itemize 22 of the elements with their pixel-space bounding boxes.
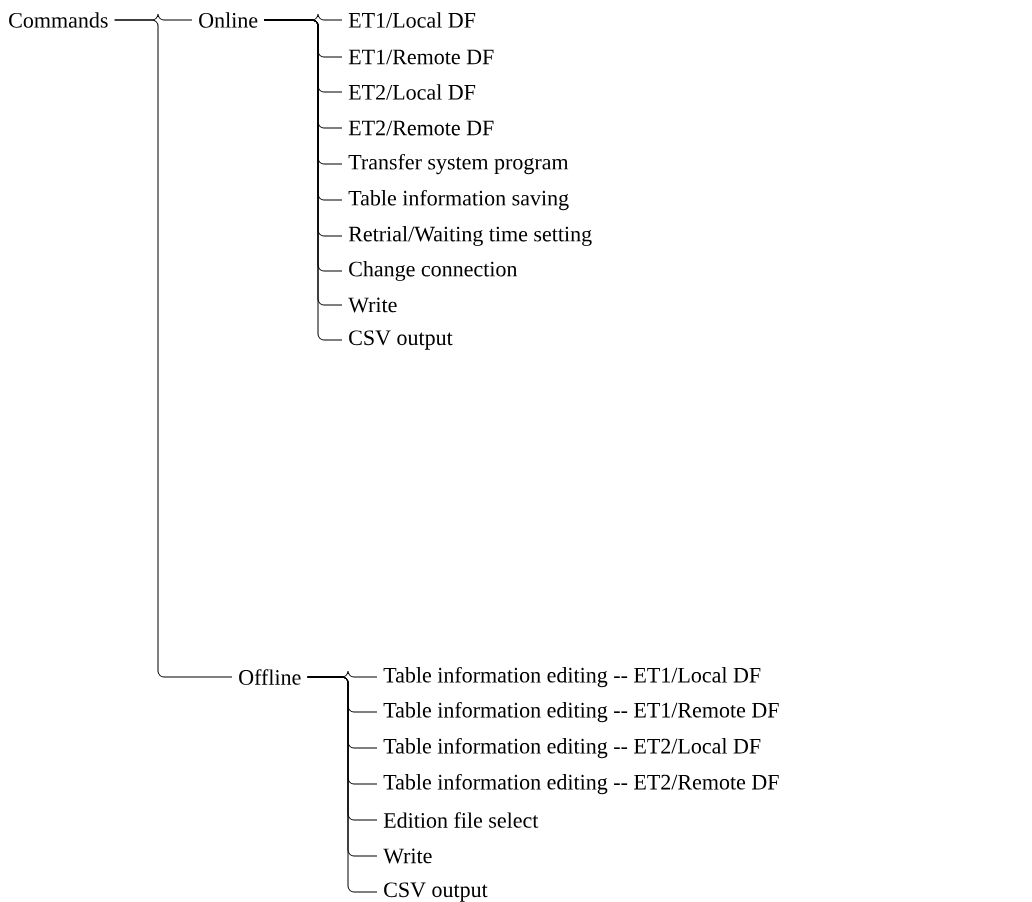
tree-label: Change connection [349,261,518,281]
tree-label: Write [383,848,432,864]
tree-label: Table information editing -- ET1/Remote DF [383,701,779,723]
tree-label: CSV output [384,882,488,902]
tree-label: Online [199,12,258,28]
tree-label: ET2/Local DF [348,84,476,100]
tree-label: ET1/Local DF [348,12,476,28]
tree-label: Retrial/Waiting time setting [348,226,592,246]
tree-label: Write [348,297,397,313]
tree-label: Transfer system program [348,153,569,175]
tree-label: CSV output [349,330,453,350]
tree-label: ET1/Remote DF [348,49,494,65]
tree-label: Table information editing -- ET2/Local DF [383,737,761,759]
tree-connector [307,676,378,893]
tree-label: Table information editing -- ET1/Local DF [383,666,761,688]
tree-label: Offline [239,669,301,685]
tree-label: ET2/Remote DF [348,120,494,136]
tree-label: Table information saving [348,189,569,211]
tree-label: Edition file select [383,812,539,828]
tree-label: Commands [9,12,108,28]
tree-label: Table information editing -- ET2/Remote DF [383,773,779,795]
tree-connector [114,19,233,678]
